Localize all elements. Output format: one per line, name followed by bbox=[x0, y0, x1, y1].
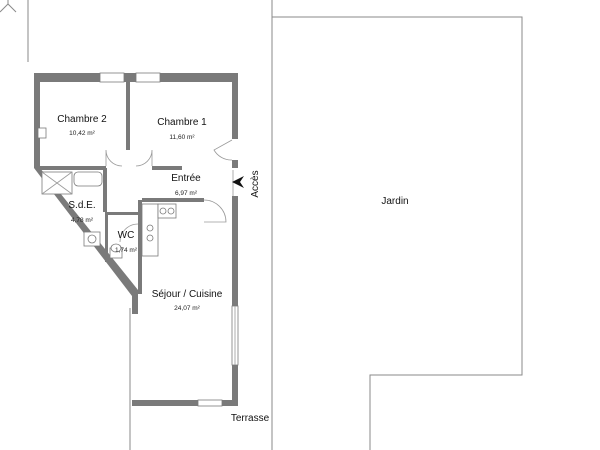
kitchen-counter bbox=[141, 203, 177, 257]
room-area: 4,78 m² bbox=[71, 217, 94, 224]
sink-icon bbox=[83, 231, 101, 247]
room-chambre1: Chambre 1 11,60 m² bbox=[157, 117, 207, 141]
room-wc: WC 1,74 m² bbox=[115, 230, 138, 254]
room-area: 24,07 m² bbox=[174, 305, 200, 312]
garden-outline bbox=[27, 0, 523, 450]
room-sejour: Séjour / Cuisine 24,07 m² bbox=[152, 289, 223, 312]
room-name: Chambre 1 bbox=[157, 117, 207, 128]
access-arrow-icon bbox=[232, 176, 244, 188]
room-name: WC bbox=[118, 230, 135, 241]
north-arrow-icon bbox=[0, 0, 17, 13]
garden-label: Jardin bbox=[381, 196, 408, 207]
room-name: Séjour / Cuisine bbox=[152, 289, 223, 300]
room-chambre2: Chambre 2 10,42 m² bbox=[57, 114, 107, 137]
room-entree: Entrée 6,97 m² bbox=[171, 173, 201, 197]
room-name: Chambre 2 bbox=[57, 114, 107, 125]
room-name: Entrée bbox=[171, 173, 201, 184]
room-area: 1,74 m² bbox=[115, 247, 138, 254]
windows bbox=[37, 72, 239, 407]
shower-icon bbox=[41, 171, 73, 195]
bathtub-icon bbox=[73, 171, 103, 187]
room-name: S.d.E. bbox=[68, 200, 95, 211]
room-area: 11,60 m² bbox=[169, 134, 195, 141]
stove-icon bbox=[146, 224, 154, 242]
room-area: 6,97 m² bbox=[175, 190, 198, 197]
room-area: 10,42 m² bbox=[69, 130, 95, 137]
room-sde: S.d.E. 4,78 m² bbox=[68, 200, 95, 224]
toilet-icon bbox=[109, 243, 123, 259]
access-label: Accès bbox=[250, 170, 261, 197]
door-swings bbox=[105, 139, 233, 243]
terrace-label: Terrasse bbox=[231, 413, 270, 424]
